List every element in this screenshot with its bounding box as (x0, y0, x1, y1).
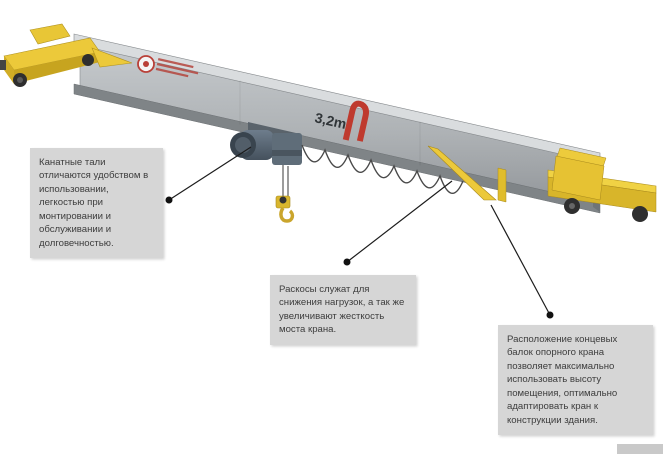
callout-hoist: Канатные тали отличаются удобством в исп… (30, 148, 163, 258)
right-connection-plate (551, 155, 605, 201)
brand-text-lines (155, 58, 199, 78)
corner-artifact (617, 444, 663, 454)
red-ribbon-mark (342, 100, 370, 142)
hoist-drum-band (272, 150, 302, 156)
left-brace (91, 47, 133, 68)
diagonal-brace (427, 145, 497, 201)
leader-dot-hoist (165, 196, 173, 204)
hoist-motor-fan (235, 137, 251, 153)
right-end-truck (427, 145, 657, 222)
brand-text-line (156, 62, 199, 75)
brand-text-line (157, 58, 194, 69)
callout-braces: Раскосы служат для снижения нагрузок, а … (270, 275, 416, 345)
callout-end-beams: Расположение концевых балок опорного кра… (498, 325, 653, 435)
callout-end-beams-text: Расположение концевых балок опорного кра… (507, 334, 618, 426)
right-wheel-hub (569, 203, 575, 209)
hook-pulley (279, 196, 287, 204)
brand-text-line (155, 67, 189, 78)
callout-hoist-text: Канатные тали отличаются удобством в исп… (39, 157, 149, 249)
left-carriage-front (4, 56, 14, 84)
left-buffer (0, 60, 6, 70)
brand-logo-dot-icon (143, 61, 149, 67)
hoist-drum-body (272, 133, 302, 165)
leader-line-hoist (168, 146, 252, 201)
festoon-cable (301, 144, 464, 194)
leader-line-braces (346, 180, 453, 263)
left-carriage-side (14, 52, 100, 84)
callout-braces-text: Раскосы служат для снижения нагрузок, а … (279, 284, 405, 336)
beam-span-label: 3,2m (313, 109, 348, 132)
leader-dot-endbeams (546, 311, 554, 319)
leader-line-endbeams (490, 204, 551, 316)
wire-rope-hoist (230, 122, 302, 223)
vertical-strut (497, 167, 507, 203)
left-end-carriage (0, 23, 133, 87)
leader-lines (165, 146, 554, 319)
left-wheel-rear (82, 54, 94, 66)
left-carriage-upper-arm (29, 23, 71, 45)
leader-dot-braces (343, 258, 351, 266)
right-wheel-outer (632, 206, 648, 222)
beam-markings: 3,2m (137, 55, 370, 142)
left-wheel-hub (17, 77, 23, 83)
crane-hook-icon (279, 207, 295, 223)
